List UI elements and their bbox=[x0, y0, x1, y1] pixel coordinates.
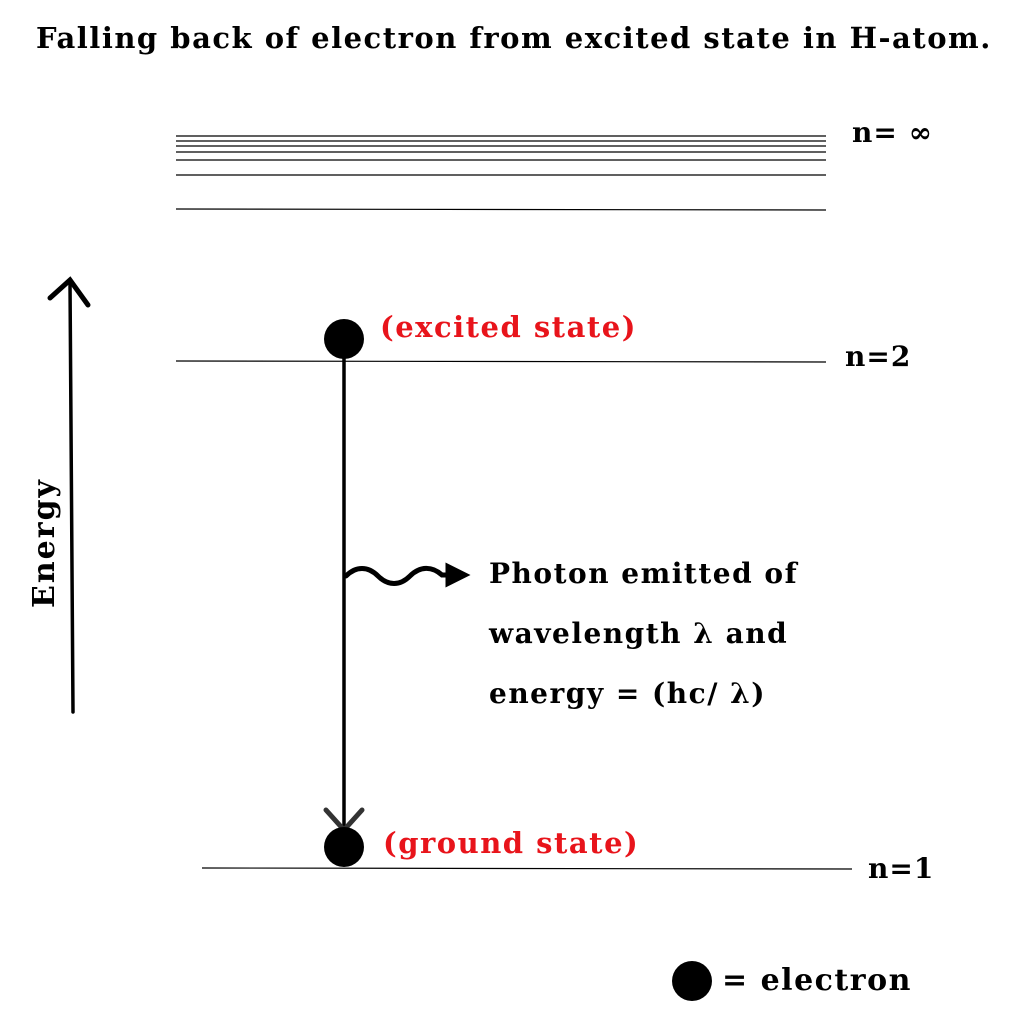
energy-axis-shaft bbox=[68, 280, 75, 714]
level-label-n1: n=1 bbox=[868, 852, 934, 885]
electron-ground bbox=[324, 827, 364, 867]
excited-state-label: (excited state) bbox=[380, 310, 637, 344]
photon-wave-arrow bbox=[343, 562, 471, 588]
legend-electron-icon bbox=[672, 961, 712, 1001]
legend-label: = electron bbox=[722, 963, 912, 998]
level-line-n1 bbox=[201, 867, 853, 870]
continuum-levels bbox=[175, 135, 827, 211]
energy-axis-label: Energy bbox=[27, 478, 62, 608]
transition-arrow bbox=[323, 348, 365, 834]
photon-text-line3: energy = (hc/ λ) bbox=[489, 677, 766, 710]
diagram-title: Falling back of electron from excited st… bbox=[36, 21, 992, 55]
level-label-n2: n=2 bbox=[845, 340, 911, 373]
level-line-n2 bbox=[175, 360, 827, 363]
level-line-n3 bbox=[175, 208, 827, 211]
energy-axis-arrow bbox=[47, 276, 91, 714]
photon-text-line2: wavelength λ and bbox=[488, 617, 788, 650]
photon-text-line1: Photon emitted of bbox=[489, 557, 799, 590]
ground-state-label: (ground state) bbox=[383, 826, 639, 860]
energy-axis-arrowhead bbox=[47, 276, 91, 308]
level-label-infinity: n= ∞ bbox=[852, 116, 933, 149]
electron-excited bbox=[324, 319, 364, 359]
